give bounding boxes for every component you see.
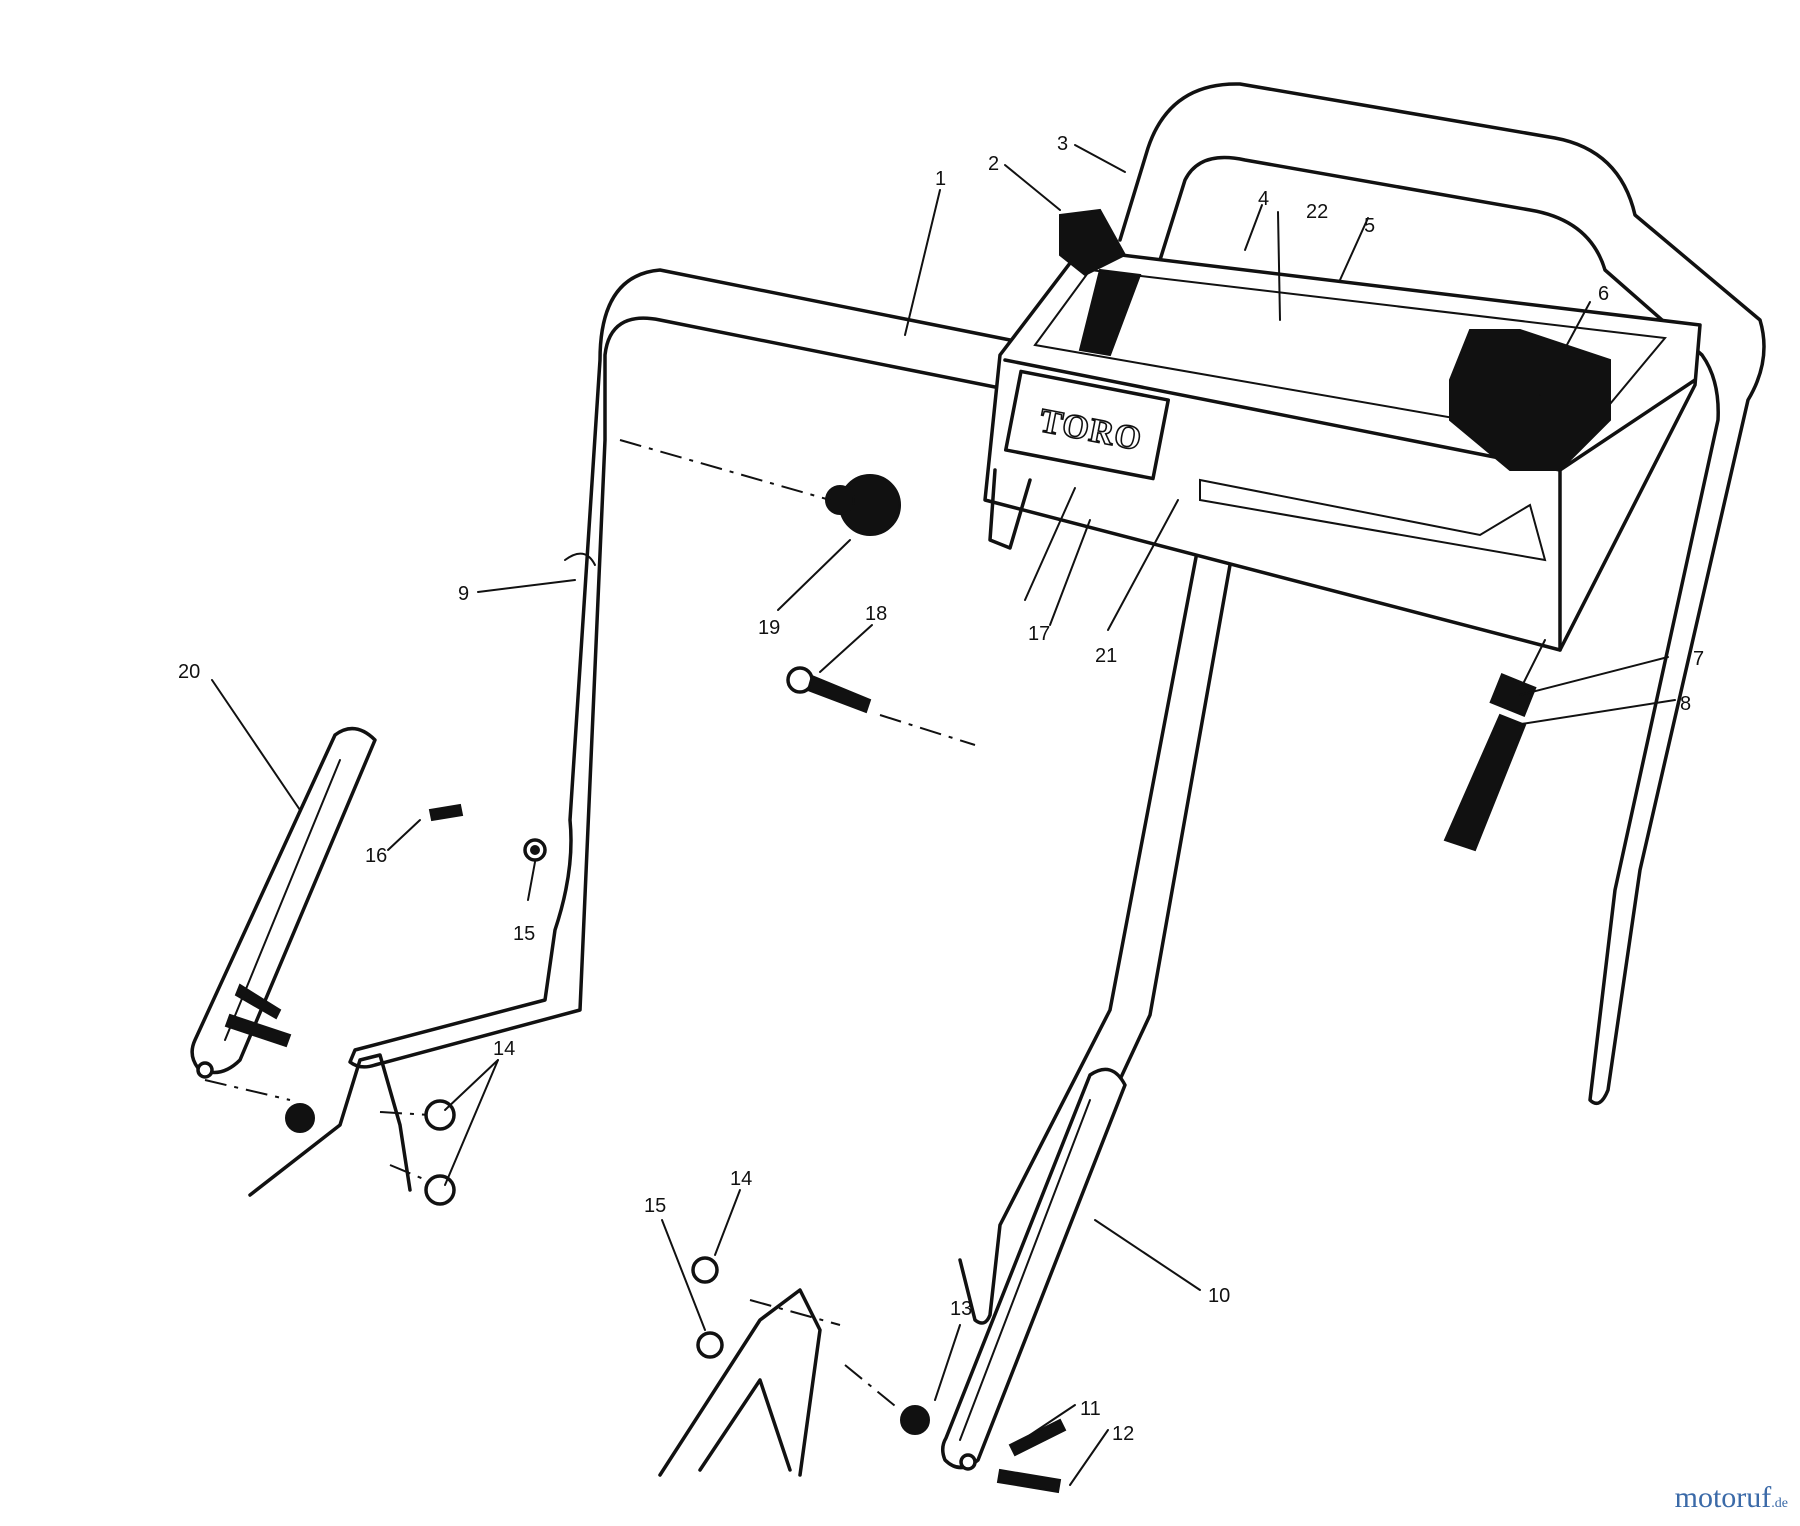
callout-4: 4 xyxy=(1258,188,1269,210)
callout-8: 8 xyxy=(1680,693,1691,715)
callout-14-right: 14 xyxy=(730,1168,752,1190)
cable-spring xyxy=(1024,487,1546,852)
callout-7: 7 xyxy=(1693,648,1704,670)
callout-14-left: 14 xyxy=(493,1038,515,1060)
handle-bracket-left xyxy=(190,726,377,1079)
watermark-logo: motoruf.de xyxy=(1675,1481,1788,1515)
callout-18: 18 xyxy=(865,603,887,625)
callout-22: 22 xyxy=(1306,201,1328,223)
callout-15-right: 15 xyxy=(644,1195,666,1217)
callout-17: 17 xyxy=(1028,623,1050,645)
callout-11: 11 xyxy=(1080,1398,1101,1420)
callout-2: 2 xyxy=(988,153,999,175)
handle-bracket-right xyxy=(941,1067,1127,1471)
callouts: 1 2 3 4 22 5 6 7 8 9 10 11 12 13 14 15 1… xyxy=(178,133,1704,1445)
callout-15-left: 15 xyxy=(513,923,535,945)
knob-bolt xyxy=(619,439,976,746)
control-lever-right xyxy=(1449,329,1611,471)
deck-fragment-left xyxy=(204,1053,451,1197)
callout-21: 21 xyxy=(1095,645,1117,667)
callout-1: 1 xyxy=(935,168,946,190)
deck-fragment-right xyxy=(658,1288,930,1477)
callout-6: 6 xyxy=(1598,283,1609,305)
watermark-brand: motoruf xyxy=(1674,1481,1772,1514)
callout-10: 10 xyxy=(1208,1285,1230,1307)
watermark-tld: .de xyxy=(1771,1496,1788,1511)
callout-16: 16 xyxy=(365,845,387,867)
upper-handle xyxy=(1118,82,1766,1106)
callout-3: 3 xyxy=(1057,133,1068,155)
callout-13: 13 xyxy=(950,1298,972,1320)
callout-5: 5 xyxy=(1364,215,1375,237)
callout-12: 12 xyxy=(1112,1423,1134,1445)
leader-lines xyxy=(211,144,1676,1486)
callout-9: 9 xyxy=(458,583,469,605)
callout-20: 20 xyxy=(178,661,200,683)
hardware xyxy=(224,552,1067,1494)
callout-19: 19 xyxy=(758,617,780,639)
control-lever-left xyxy=(1059,208,1142,357)
